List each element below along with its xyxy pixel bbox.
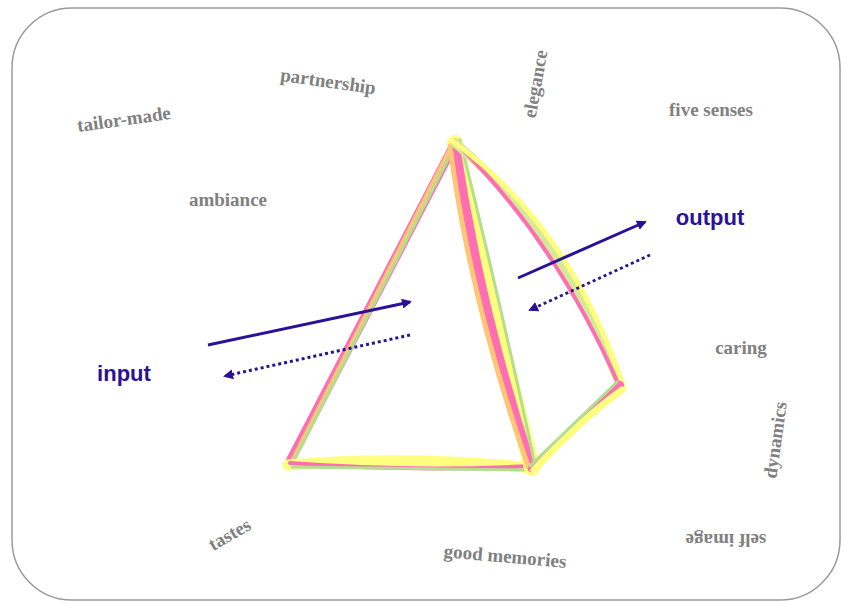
value-word: five senses	[669, 100, 753, 121]
flow-label: output	[676, 206, 744, 230]
value-word: dynamics	[760, 400, 791, 479]
value-word: caring	[715, 338, 767, 359]
pyramid-strokes	[288, 140, 624, 470]
value-word: partnership	[279, 65, 377, 99]
value-word: ambiance	[189, 190, 267, 211]
value-word: elegance	[520, 48, 552, 119]
value-word: tailor-made	[76, 103, 172, 137]
value-word: good memories	[443, 541, 567, 573]
flow-arrows	[208, 222, 650, 376]
frame	[12, 8, 840, 600]
value-word: self image	[686, 530, 767, 551]
flow-label: input	[97, 362, 151, 386]
value-word: tastes	[205, 515, 255, 556]
